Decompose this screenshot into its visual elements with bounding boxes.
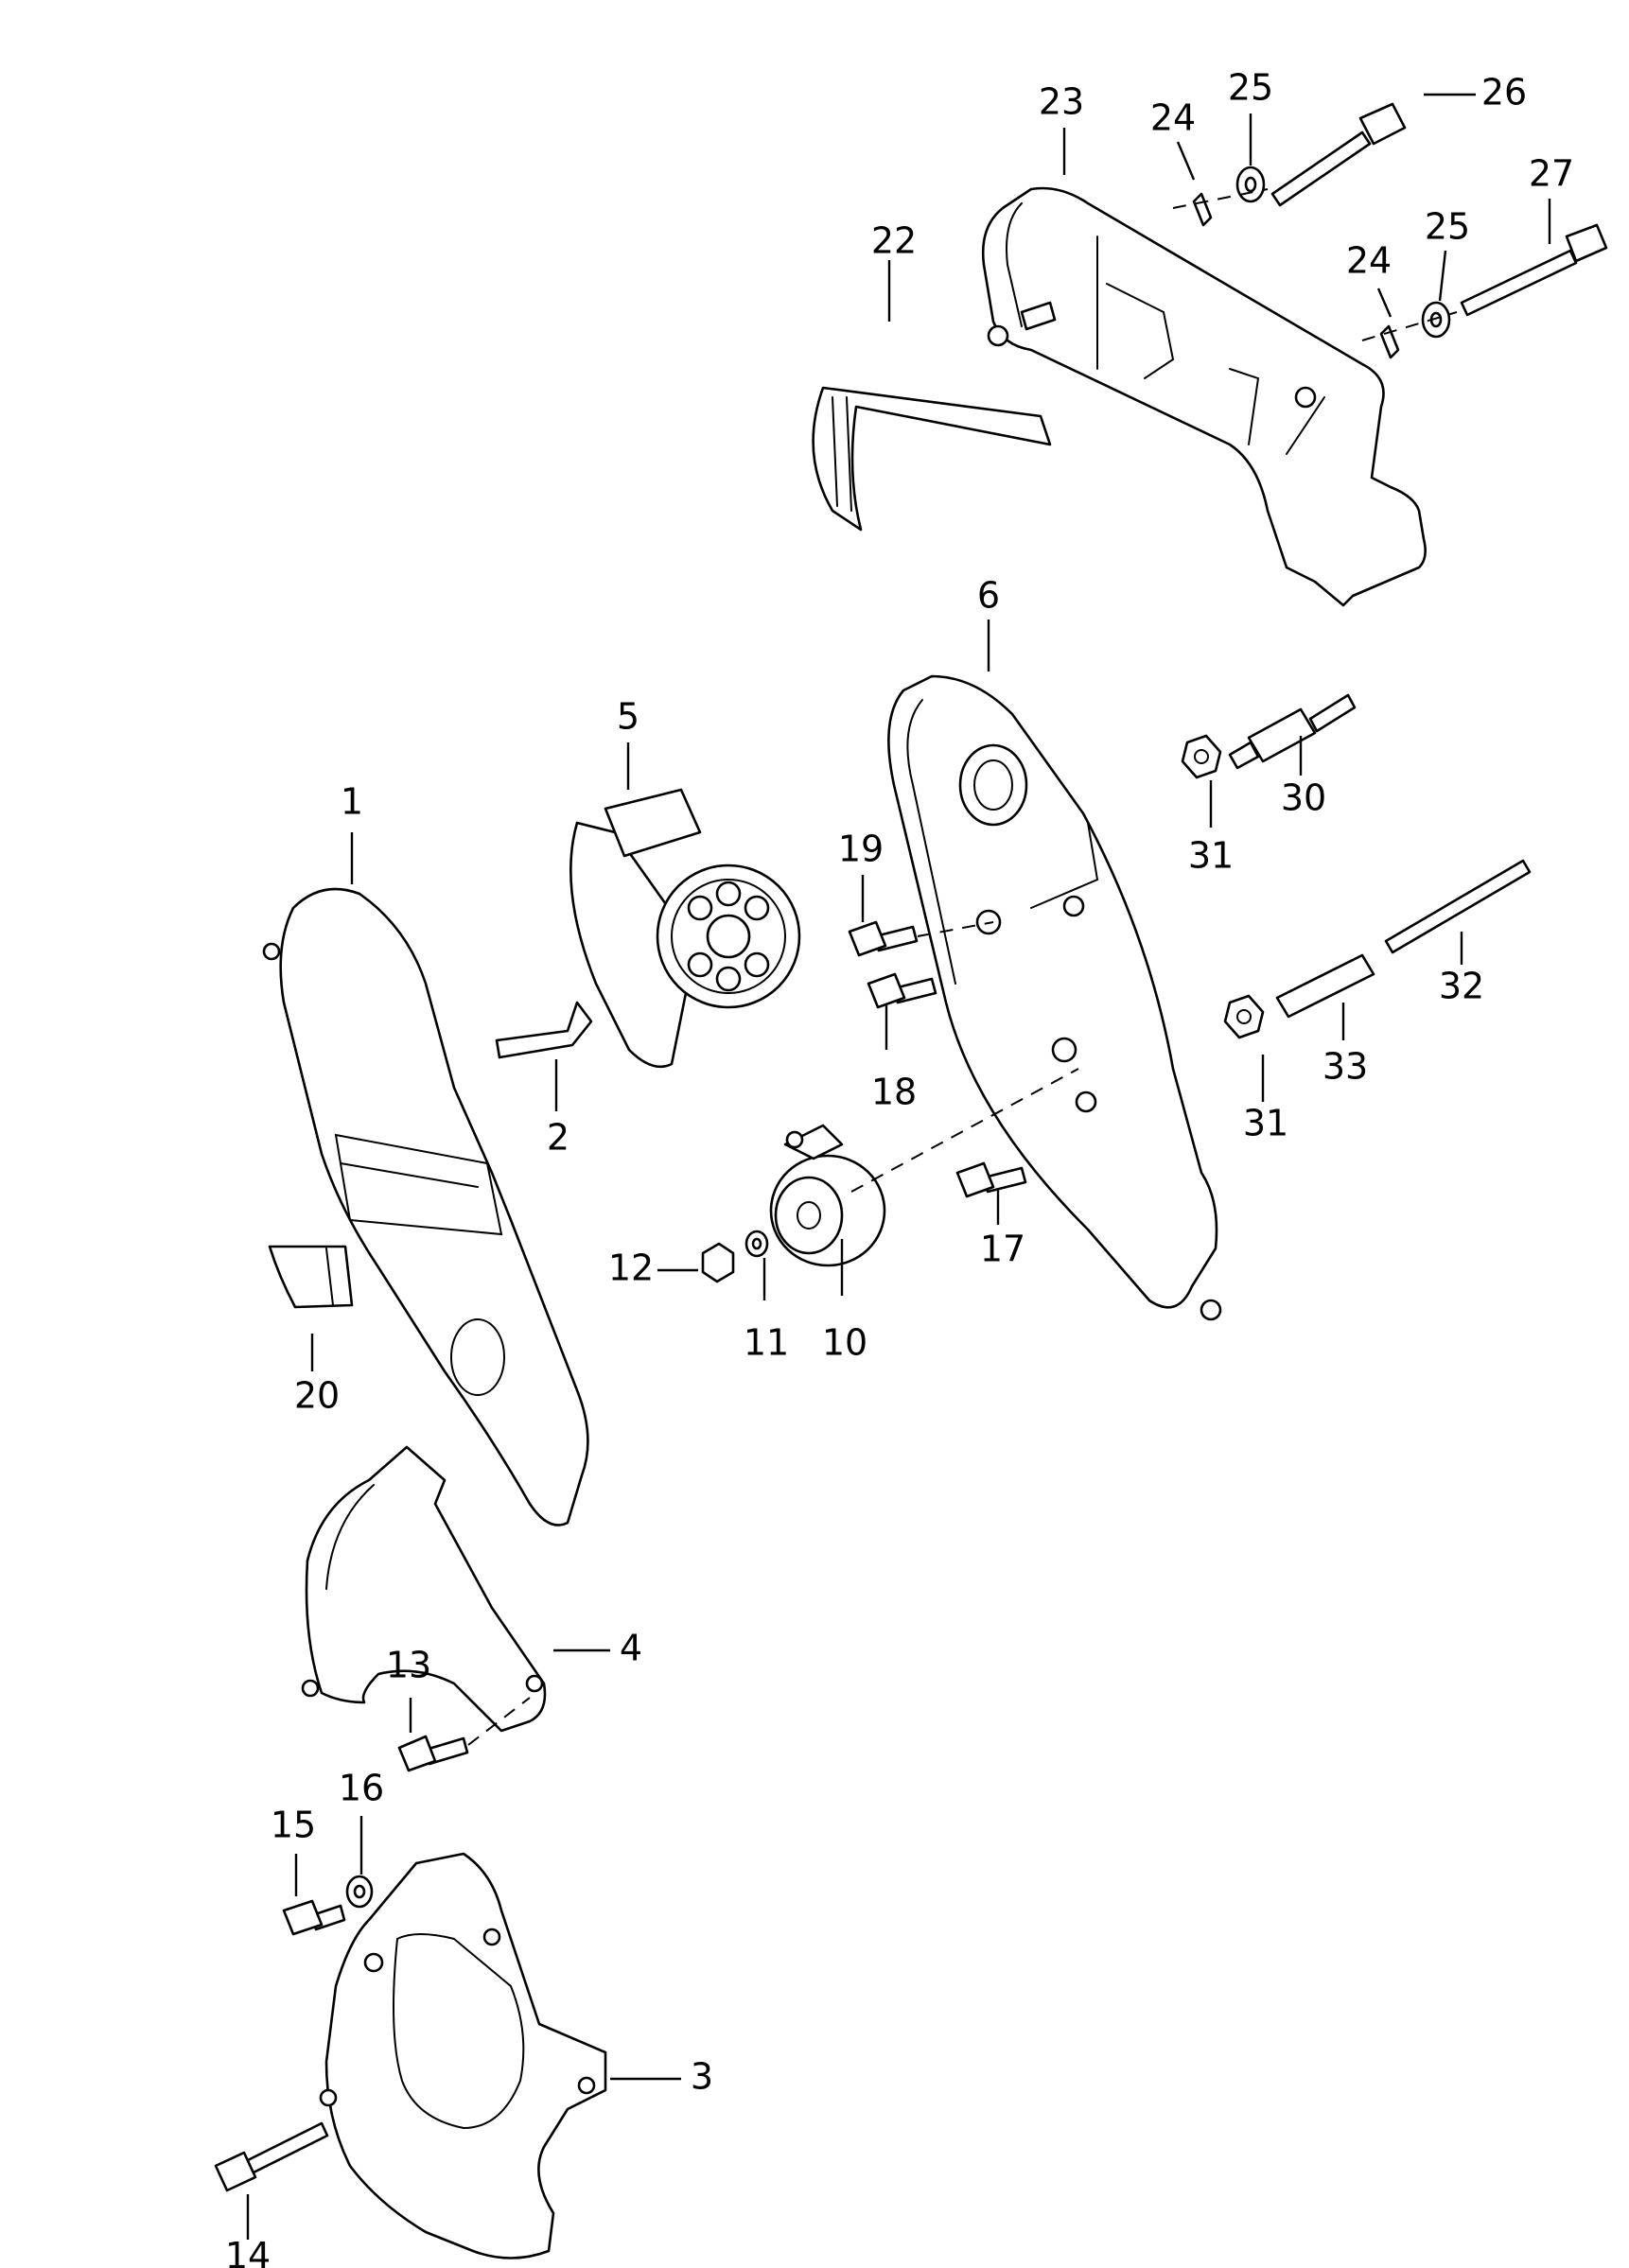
callout-10: 10 bbox=[822, 1322, 867, 1364]
assembly-line-tensioner bbox=[850, 1068, 1079, 1193]
part-31-nut-b bbox=[1223, 994, 1265, 1039]
part-23-upper-cover bbox=[981, 186, 1427, 607]
callout-32: 32 bbox=[1439, 966, 1484, 1007]
callout-26: 26 bbox=[1481, 72, 1527, 113]
callout-11: 11 bbox=[744, 1322, 789, 1364]
callout-3: 3 bbox=[691, 2056, 713, 2098]
part-13-bolt bbox=[397, 1735, 469, 1772]
callout-15: 15 bbox=[271, 1805, 316, 1846]
part-4-middle-cover bbox=[301, 1445, 547, 1733]
assembly-line-bolt-13 bbox=[467, 1697, 531, 1746]
part-11-washer bbox=[744, 1230, 769, 1258]
callout-18: 18 bbox=[871, 1072, 917, 1113]
callout-16: 16 bbox=[339, 1768, 384, 1809]
part-24-pin-a bbox=[1192, 192, 1213, 227]
part-5-belt-and-sprocket bbox=[569, 788, 801, 1069]
callout-12: 12 bbox=[608, 1247, 654, 1289]
part-17-bolt bbox=[955, 1161, 1027, 1198]
callout-1: 1 bbox=[341, 781, 363, 823]
part-2-clip bbox=[495, 1001, 593, 1059]
assembly-line-bolt-26 bbox=[1172, 188, 1269, 209]
callout-19: 19 bbox=[838, 829, 884, 870]
part-6-rear-cover bbox=[887, 674, 1222, 1321]
part-12-nut bbox=[701, 1242, 735, 1283]
part-32-long-stud bbox=[1384, 859, 1532, 954]
callout-31-b: 31 bbox=[1243, 1103, 1288, 1144]
callout-33: 33 bbox=[1322, 1046, 1368, 1088]
callout-22: 22 bbox=[871, 220, 917, 262]
callout-25-a: 25 bbox=[1228, 67, 1273, 109]
assembly-line-bolt-19 bbox=[917, 921, 994, 937]
part-27-bolt bbox=[1460, 223, 1608, 317]
part-22-belt-segment bbox=[812, 386, 1052, 532]
callout-23: 23 bbox=[1039, 81, 1084, 123]
callout-2: 2 bbox=[547, 1117, 569, 1159]
callout-30: 30 bbox=[1281, 777, 1326, 819]
part-19-bolt bbox=[848, 920, 919, 957]
assembly-line-bolt-27 bbox=[1361, 311, 1458, 341]
part-25-washer-a bbox=[1235, 166, 1266, 203]
callout-17: 17 bbox=[980, 1229, 1025, 1270]
callout-25-b: 25 bbox=[1425, 206, 1470, 248]
part-31-nut-a bbox=[1181, 734, 1222, 779]
part-33-spacer-sleeve bbox=[1275, 953, 1375, 1019]
part-14-bolt bbox=[214, 2121, 329, 2192]
callout-14: 14 bbox=[225, 2235, 271, 2268]
part-10-tensioner-pulley bbox=[769, 1124, 886, 1267]
callout-5: 5 bbox=[617, 696, 639, 738]
part-15-bolt bbox=[282, 1899, 346, 1936]
leader-lines bbox=[246, 93, 1551, 2240]
part-1-front-cover bbox=[262, 887, 589, 1527]
part-30-stud bbox=[1228, 693, 1357, 770]
part-26-bolt bbox=[1270, 102, 1407, 207]
callout-6: 6 bbox=[977, 575, 1000, 617]
part-20-small-shield bbox=[268, 1245, 354, 1309]
callout-labels: 1 2 3 4 5 6 10 11 12 13 14 15 16 17 18 1… bbox=[225, 67, 1574, 2268]
callout-24-b: 24 bbox=[1346, 240, 1392, 282]
part-18-bolt bbox=[867, 972, 937, 1009]
callout-27: 27 bbox=[1529, 153, 1574, 195]
callout-31-a: 31 bbox=[1188, 835, 1234, 877]
callout-13: 13 bbox=[386, 1645, 431, 1686]
part-16-washer bbox=[345, 1875, 374, 1909]
callout-4: 4 bbox=[620, 1628, 642, 1669]
part-3-lower-cover bbox=[319, 1852, 607, 2259]
callout-20: 20 bbox=[294, 1375, 340, 1417]
part-25-washer-b bbox=[1421, 301, 1451, 339]
callout-24-a: 24 bbox=[1150, 97, 1196, 139]
